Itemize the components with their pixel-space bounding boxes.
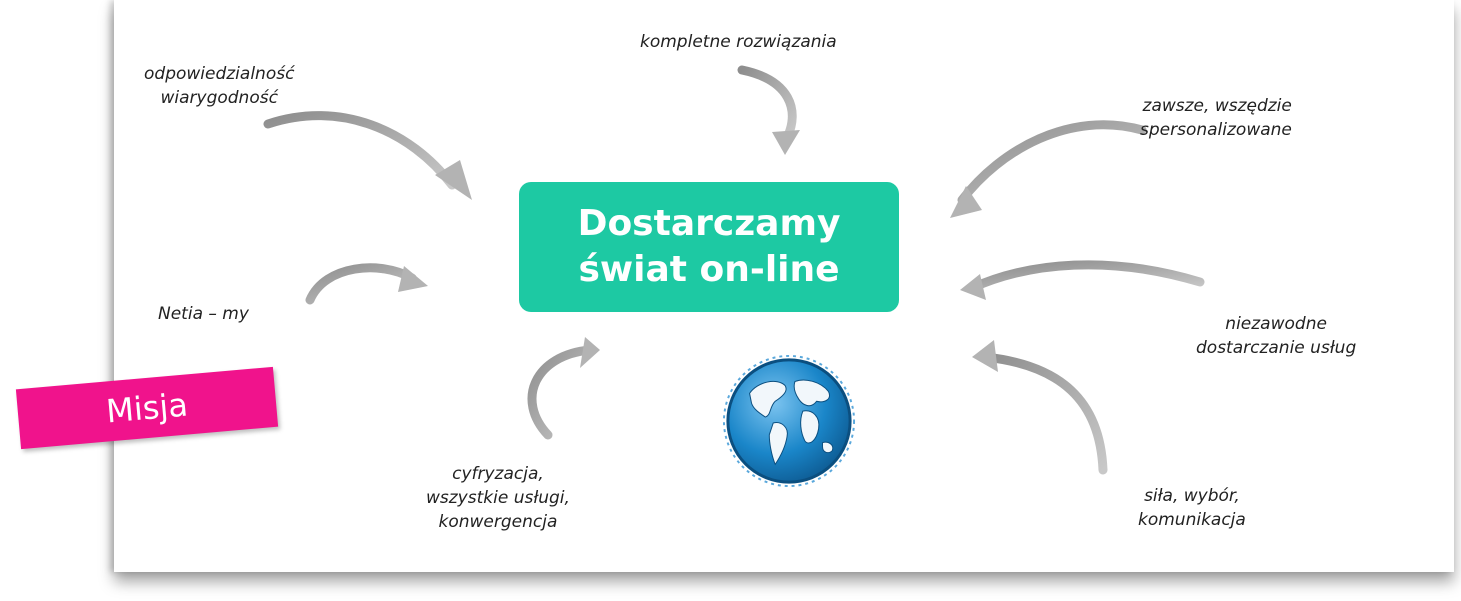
globe-icon (722, 354, 856, 488)
mission-line-2: świat on-line (578, 249, 840, 290)
arrowhead-always (950, 186, 982, 218)
arrowhead-complete (772, 130, 800, 155)
label-power: siła, wybór, komunikacja (1138, 486, 1246, 530)
arrow-reliable (967, 260, 1205, 293)
label-always: zawsze, wszędzie spersonalizowane (1140, 96, 1292, 140)
arrowhead-power (972, 340, 998, 372)
label-complete: kompletne rozwiązania (640, 32, 837, 52)
arrow-digitization (527, 345, 595, 440)
arrowhead-netia (398, 266, 428, 292)
arrowhead-reliable (960, 274, 986, 300)
arrowhead-responsibility (435, 160, 472, 200)
label-digitization: cyfryzacja, wszystkie usługi, konwergenc… (426, 464, 570, 532)
arrowhead-digitization (580, 337, 600, 368)
arrow-power (980, 352, 1108, 475)
mission-line-1: Dostarczamy (577, 203, 841, 244)
label-reliable: niezawodne dostarczanie usług (1196, 314, 1357, 358)
label-netia: Netia – my (158, 304, 249, 324)
label-responsibility: odpowiedzialność wiarygodność (144, 64, 295, 108)
arrow-always (957, 120, 1147, 205)
arrow-responsibility (263, 111, 457, 190)
mission-statement: Dostarczamy świat on-line (519, 182, 899, 312)
arrow-complete (737, 65, 797, 143)
arrow-netia (305, 263, 417, 305)
